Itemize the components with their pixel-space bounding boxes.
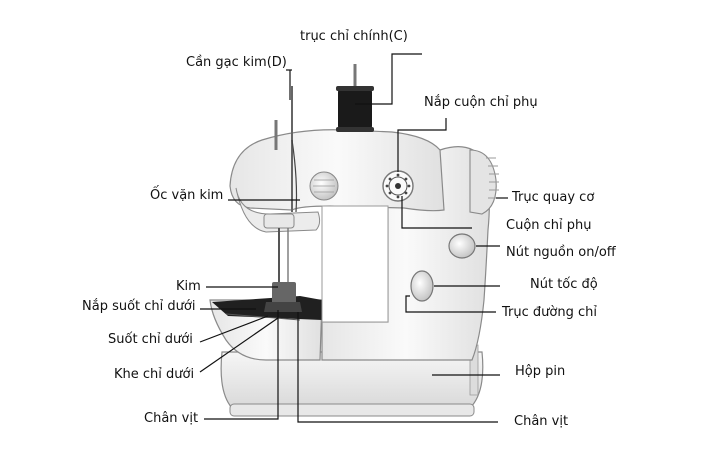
main-spool <box>336 64 374 132</box>
label-nut-nguon: Nút nguồn on/off <box>506 245 616 260</box>
bobbin-winder <box>382 170 414 202</box>
label-chan-vit-right: Chân vịt <box>514 414 569 429</box>
label-suot-chi-duoi: Suốt chỉ dưới <box>108 332 193 347</box>
label-kim: Kim <box>176 279 201 294</box>
label-nap-cuon-chi-phu: Nắp cuộn chỉ phụ <box>424 95 538 110</box>
take-up-lever <box>274 86 298 213</box>
label-truc-duong-chi: Trục đường chỉ <box>502 305 597 320</box>
leader-lines <box>199 53 508 423</box>
power-button <box>448 233 476 259</box>
label-nap-suot-chi-duoi: Nắp suốt chỉ dưới <box>82 299 196 314</box>
label-cuon-chi-phu: Cuộn chỉ phụ <box>506 218 592 233</box>
speed-button <box>410 270 434 302</box>
label-truc-chi-chinh: trục chỉ chính(C) <box>300 29 408 44</box>
tension-dial <box>309 171 339 201</box>
label-nut-toc-do: Nút tốc độ <box>530 277 598 292</box>
label-oc-van-kim: Ốc vặn kim <box>150 188 224 203</box>
machine-base <box>220 344 484 417</box>
label-hop-pin: Hộp pin <box>515 364 566 379</box>
label-can-gac-kim: Cần gạc kim(D) <box>186 55 287 70</box>
label-khe-chi-duoi: Khe chỉ dưới <box>114 367 195 382</box>
label-chan-vit-left: Chân vịt <box>144 411 199 426</box>
machine-body <box>229 129 499 361</box>
needle-assembly <box>263 213 302 312</box>
label-truc-quay-co: Trục quay cơ <box>512 190 595 205</box>
